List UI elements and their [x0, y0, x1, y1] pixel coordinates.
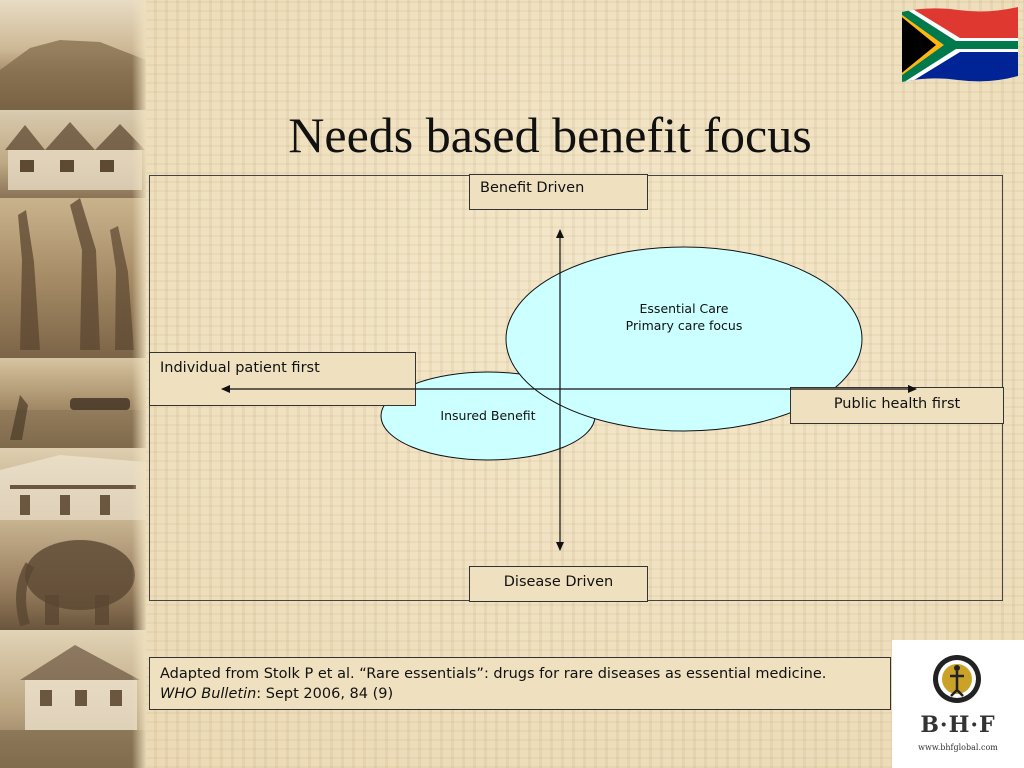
photo-collage-strip: [0, 0, 146, 768]
disease-driven-label: Disease Driven: [469, 566, 648, 602]
journal-details: : Sept 2006, 84 (9): [256, 686, 394, 702]
source-citation: Adapted from Stolk P et al. “Rare essent…: [149, 657, 891, 710]
bhf-logo-letters: B·H·F: [920, 712, 996, 738]
citation-line1: Adapted from Stolk P et al. “Rare essent…: [160, 666, 827, 682]
citation-line2: WHO Bulletin: Sept 2006, 84 (9): [160, 684, 890, 704]
bhf-logo: B·H·F www.bhfglobal.com: [892, 640, 1024, 768]
individual-patient-first-label: Individual patient first: [149, 352, 416, 406]
benefit-driven-label: Benefit Driven: [469, 174, 648, 210]
photo-strip-shapes: [0, 40, 146, 768]
south-africa-flag: [902, 7, 1018, 82]
public-health-first-label: Public health first: [790, 387, 1004, 424]
bhf-emblem-icon: [933, 655, 981, 703]
journal-name: WHO Bulletin: [160, 686, 257, 702]
bhf-logo-url: www.bhfglobal.com: [918, 743, 998, 752]
slide-title: Needs based benefit focus: [288, 107, 812, 163]
